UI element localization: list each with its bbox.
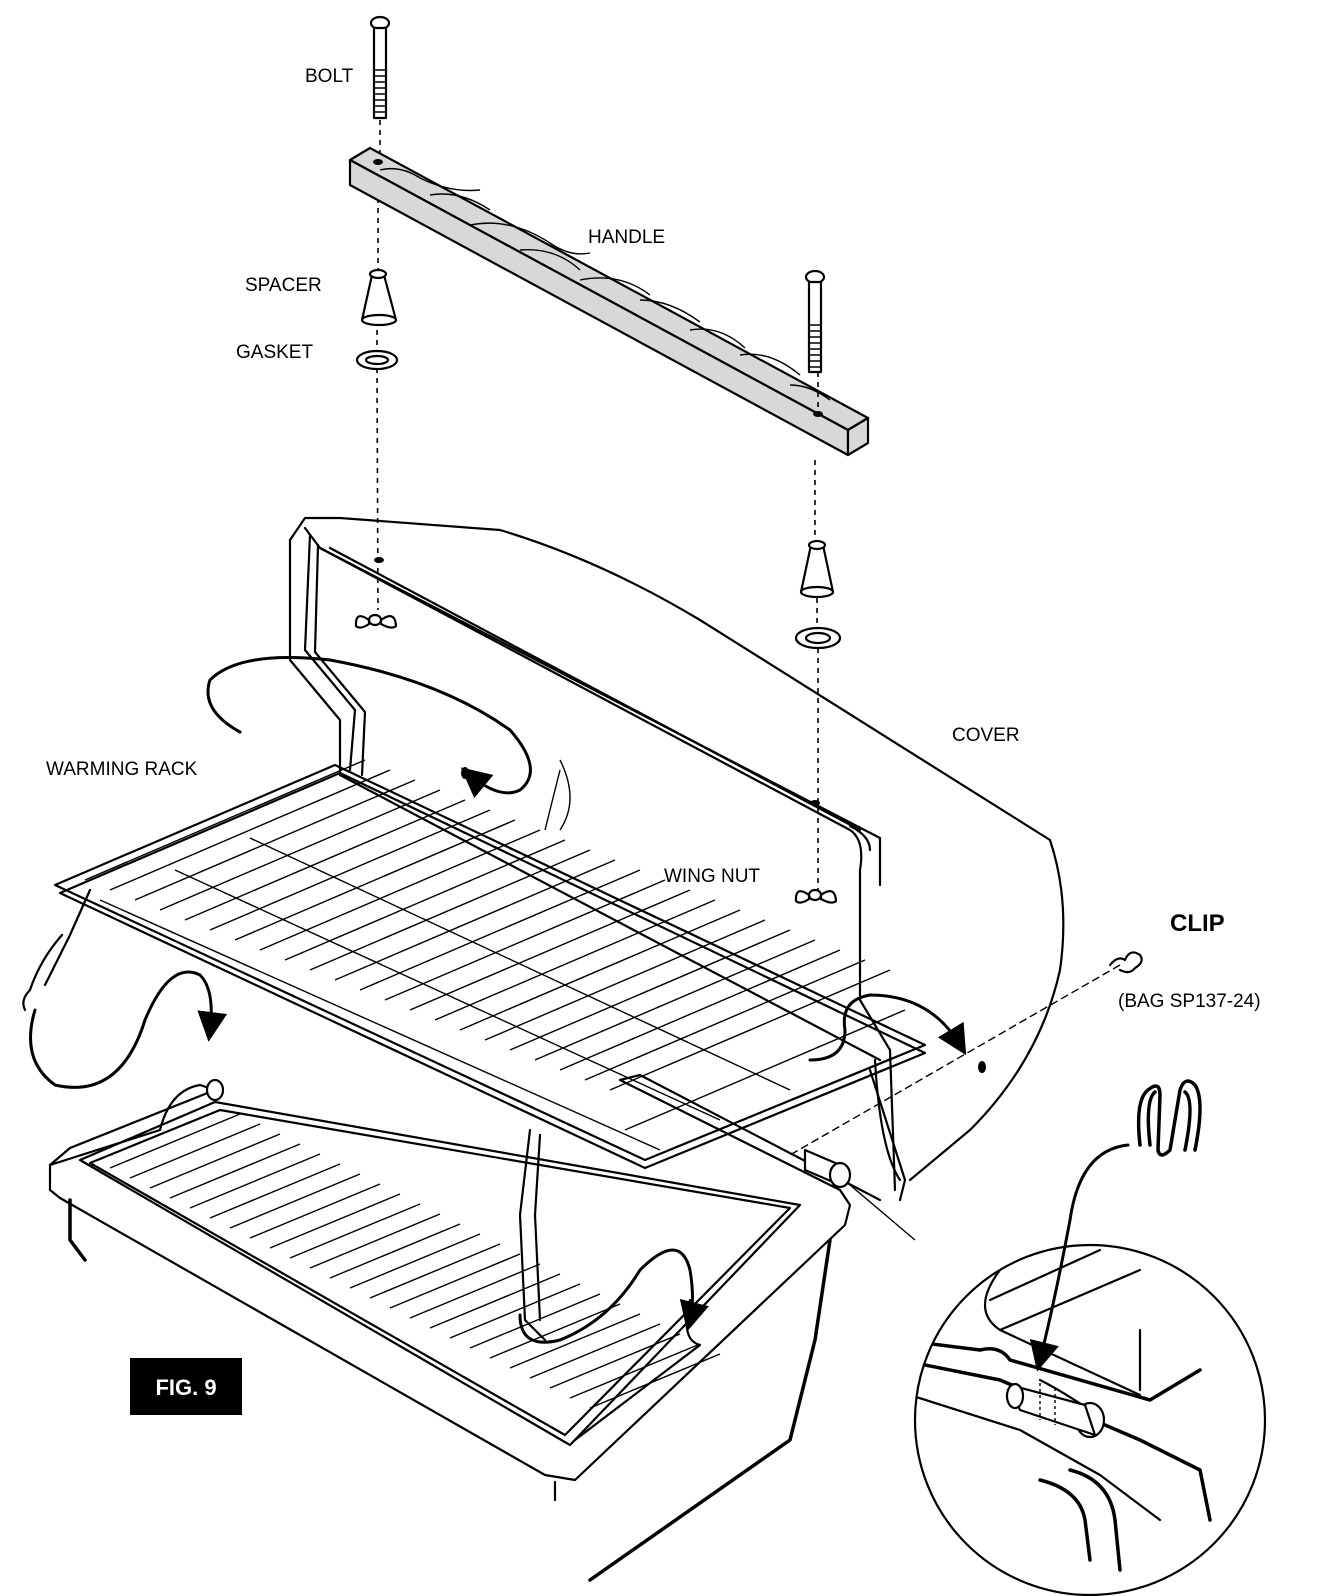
hinge-pin-left: [205, 1078, 225, 1102]
detail-circle: [913, 1243, 1267, 1596]
handle: [348, 146, 870, 457]
wing-nut-left: [354, 613, 398, 629]
clip-small: [1108, 951, 1143, 974]
label-bolt: BOLT: [305, 66, 354, 87]
label-wing-nut: WING NUT: [664, 866, 760, 887]
wing-nut-right: [794, 888, 838, 904]
spacer-left: [360, 268, 398, 327]
clip-large: [1136, 1079, 1202, 1157]
spacer-right: [799, 539, 835, 599]
label-bag: (BAG SP137-24): [1118, 991, 1261, 1012]
label-gasket: GASKET: [236, 342, 313, 363]
clip-leader-line: [789, 964, 1121, 1156]
label-cover: COVER: [952, 725, 1020, 746]
guide-line-left: [376, 120, 381, 611]
label-handle: HANDLE: [588, 227, 665, 248]
gasket-right: [794, 626, 842, 650]
cover: [288, 516, 1065, 1202]
figure-tag: FIG. 9: [130, 1358, 242, 1415]
label-warming-rack: WARMING RACK: [46, 759, 198, 780]
hinge-pin-right: [803, 1148, 852, 1189]
bolt-right: [804, 269, 826, 374]
rack-arrow-left: [29, 970, 228, 1089]
label-clip: CLIP: [1170, 910, 1225, 937]
figure-tag-text: FIG. 9: [155, 1375, 216, 1400]
rack-arrow-right: [518, 1248, 709, 1344]
gasket-left: [355, 349, 399, 371]
grill-base: [48, 1073, 882, 1582]
bolt-left: [369, 15, 391, 120]
warming-rack: [22, 759, 927, 1342]
label-spacer: SPACER: [245, 275, 322, 296]
detail-leader-line: [849, 1184, 916, 1241]
clip-insert-arrow: [1029, 1143, 1130, 1372]
rotate-arrow-lower-right: [808, 993, 967, 1062]
rotate-arrow-upper: [206, 656, 532, 799]
guide-line-right: [814, 372, 819, 890]
